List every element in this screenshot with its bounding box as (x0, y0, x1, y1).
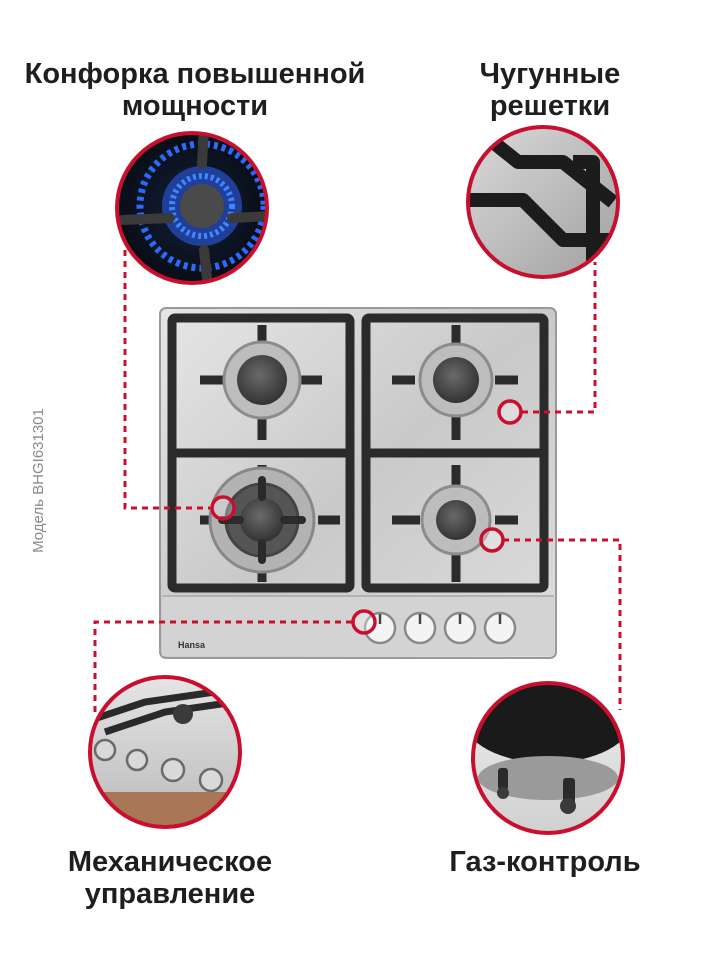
detail-circle-burner (115, 131, 269, 285)
detail-circle-grates (466, 125, 620, 279)
feature-title-cast-grates: Чугунные решетки (479, 58, 621, 122)
connector-lines (93, 250, 622, 715)
feature-title-mechanical-control: Механическое управление (67, 846, 273, 910)
burner-bottom-right (420, 484, 492, 556)
feature-title-burner-power: Конфорка повышенной мощности (24, 58, 366, 122)
hotspot-markers (210, 399, 523, 635)
feature-title-gas-control: Газ-контроль (449, 846, 641, 878)
cast-iron-grates (167, 313, 549, 593)
detail-circle-gas-control (471, 681, 625, 835)
burner-top-right (418, 342, 494, 418)
brand-logo: Hansa (178, 640, 206, 650)
control-knobs (363, 611, 517, 645)
detail-circle-knobs (88, 675, 242, 829)
burner-bottom-left-wok (208, 466, 316, 574)
burner-top-left (222, 340, 302, 420)
